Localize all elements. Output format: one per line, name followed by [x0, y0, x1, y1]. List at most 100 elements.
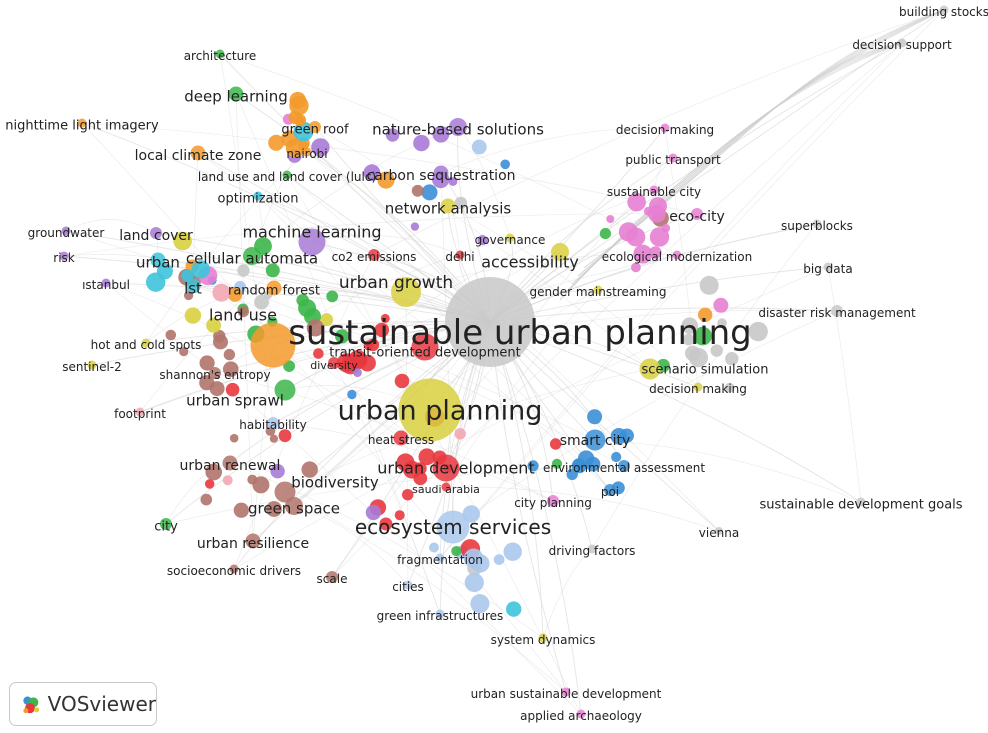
node-sc[interactable]	[584, 429, 606, 451]
node-gs[interactable]	[285, 497, 303, 515]
unlabeled-node-layer	[146, 91, 768, 617]
node-label-usd: urban sustainable development	[471, 687, 662, 701]
node-hs[interactable]	[393, 430, 409, 446]
node-delhi[interactable]	[455, 250, 465, 260]
node-gm[interactable]	[593, 285, 603, 295]
node-city[interactable]	[160, 518, 172, 530]
node-nai[interactable]	[302, 147, 312, 157]
node-pt[interactable]	[668, 153, 678, 163]
node-dm2[interactable]	[693, 382, 703, 392]
vosviewer-badge[interactable]: VOSviewer	[9, 682, 157, 726]
node-cs[interactable]	[433, 165, 449, 181]
node-arch[interactable]	[215, 49, 225, 59]
node-ds[interactable]	[897, 38, 907, 48]
node-em[interactable]	[672, 250, 682, 260]
node-df[interactable]	[587, 544, 597, 554]
node-ud[interactable]	[432, 454, 460, 482]
node-poi[interactable]	[604, 484, 616, 496]
node-ea[interactable]	[618, 460, 630, 472]
node-label-ntl: nighttime light imagery	[5, 119, 159, 134]
node-sa[interactable]	[441, 482, 451, 492]
node-lulc[interactable]	[282, 170, 292, 180]
node-aa[interactable]	[576, 709, 586, 719]
node-lst[interactable]	[185, 278, 201, 294]
node-cp[interactable]	[547, 495, 559, 507]
node-tod[interactable]	[411, 333, 439, 361]
node-hcs[interactable]	[141, 338, 151, 348]
unlabeled-node	[293, 121, 314, 142]
node-ec[interactable]	[691, 208, 703, 220]
node-fp[interactable]	[135, 407, 145, 417]
node-sdg[interactable]	[856, 497, 866, 507]
node-gi[interactable]	[435, 609, 445, 619]
node-sb[interactable]	[812, 219, 822, 229]
node-sd[interactable]	[538, 633, 548, 643]
node-sed[interactable]	[229, 564, 239, 574]
node-gw[interactable]	[61, 226, 71, 236]
node-label-frag: fragmentation	[397, 553, 483, 567]
node-nbs[interactable]	[449, 118, 467, 136]
node-risk[interactable]	[59, 251, 69, 261]
node-ur[interactable]	[222, 455, 238, 471]
unlabeled-node	[184, 307, 202, 324]
node-urban[interactable]	[150, 252, 166, 268]
node-frag[interactable]	[435, 553, 445, 563]
unlabeled-node	[527, 460, 539, 472]
node-us[interactable]	[274, 379, 296, 401]
node-ntl[interactable]	[77, 118, 87, 128]
node-bd[interactable]	[823, 262, 833, 272]
node-gov[interactable]	[505, 233, 515, 243]
node-cities[interactable]	[403, 580, 413, 590]
node-co2[interactable]	[368, 249, 380, 261]
node-s2[interactable]	[87, 360, 97, 370]
node-gr[interactable]	[309, 121, 321, 133]
node-label-gi: green infrastructures	[377, 609, 504, 623]
network-edge	[293, 505, 409, 586]
node-lc[interactable]	[150, 227, 162, 239]
node-usd[interactable]	[561, 687, 571, 697]
node-lu[interactable]	[250, 322, 296, 368]
node-up[interactable]	[398, 378, 462, 442]
node-hab[interactable]	[267, 417, 279, 429]
node-vienna[interactable]	[715, 527, 723, 535]
unlabeled-node	[681, 317, 698, 335]
node-ist[interactable]	[101, 278, 111, 288]
unlabeled-node	[748, 321, 768, 342]
node-ml[interactable]	[298, 228, 326, 256]
node-label-es: ecosystem services	[355, 515, 551, 539]
node-dl[interactable]	[228, 86, 244, 102]
node-label-delhi: delhi	[445, 250, 474, 264]
node-label-ist: ıstanbul	[82, 278, 130, 292]
node-label-poi: poi	[601, 485, 619, 499]
node-sup[interactable]	[445, 277, 535, 367]
node-rf[interactable]	[266, 280, 282, 296]
node-label-sa: saudi arabia	[412, 483, 480, 496]
node-ca[interactable]	[243, 247, 261, 265]
node-drm[interactable]	[831, 305, 843, 317]
node-scale[interactable]	[326, 571, 338, 583]
unlabeled-node	[298, 299, 317, 318]
node-ss[interactable]	[639, 358, 661, 380]
unlabeled-node	[693, 326, 712, 346]
node-es[interactable]	[436, 510, 470, 544]
node-acc[interactable]	[551, 243, 569, 261]
node-na[interactable]	[440, 198, 456, 214]
node-se[interactable]	[209, 367, 221, 379]
node-div[interactable]	[328, 357, 340, 369]
node-dm1[interactable]	[660, 123, 670, 133]
network-edge	[233, 254, 375, 570]
node-bio[interactable]	[274, 481, 296, 503]
node-lcz[interactable]	[190, 145, 206, 161]
node-bs[interactable]	[939, 5, 949, 15]
node-ug[interactable]	[391, 277, 421, 307]
node-scity[interactable]	[649, 185, 659, 195]
node-layer[interactable]	[59, 5, 949, 719]
node-opt[interactable]	[253, 191, 263, 201]
network-edge	[583, 42, 903, 269]
node-label-cp: city planning	[514, 496, 592, 510]
network-edge	[81, 122, 567, 693]
node-ures[interactable]	[245, 533, 261, 549]
network-edge	[445, 486, 720, 532]
